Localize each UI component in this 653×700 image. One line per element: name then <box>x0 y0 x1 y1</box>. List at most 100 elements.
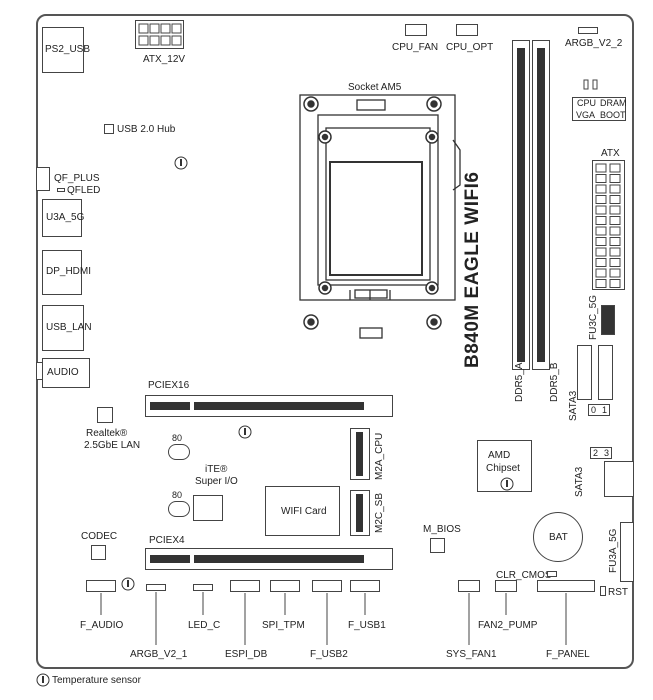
m2a-cpu-contacts <box>356 432 363 476</box>
argb-v2-1-header <box>146 584 166 591</box>
atx-pin <box>609 268 621 278</box>
atx-pin <box>609 205 621 215</box>
ite-chip-lower <box>168 501 190 517</box>
dp-hdmi-label: DP_HDMI <box>46 266 92 277</box>
audio-label: AUDIO <box>47 367 79 378</box>
clr-cmos-jumper <box>547 571 557 577</box>
sata-bot-3: 3 <box>604 448 610 458</box>
m-bios-label: M_BIOS <box>423 524 461 535</box>
pciex4-contacts-a <box>150 555 190 563</box>
sata-bot-2: 2 <box>593 448 599 458</box>
battery <box>533 512 583 562</box>
argb-v2-2-header <box>578 27 598 34</box>
espi-db-label: ESPI_DB <box>225 649 268 660</box>
f-usb1-label: F_USB1 <box>348 620 386 631</box>
atx-pin <box>595 184 607 194</box>
wifi-card-slot <box>265 486 340 536</box>
sys-fan1-header <box>458 580 480 592</box>
espi-db-header <box>230 580 260 592</box>
atx-pin <box>609 184 621 194</box>
atx-pin <box>595 195 607 204</box>
f-audio-header <box>86 580 116 592</box>
fan2-pump-header <box>495 580 517 592</box>
sata-top-0: 0 <box>591 405 597 415</box>
u3a-5g-label: U3A_5G <box>46 212 85 223</box>
atx-pin <box>609 216 621 225</box>
amd-chipset-line1: AMD <box>488 450 511 461</box>
atx-pin <box>595 268 607 278</box>
atx-pin <box>595 205 607 215</box>
dp-hdmi-port <box>42 250 82 295</box>
pciex16-label: PCIEX16 <box>148 380 190 391</box>
sata3-0-port <box>577 345 592 400</box>
atx-label: ATX <box>601 148 620 159</box>
atx-pin <box>609 163 621 173</box>
sys-fan1-label: SYS_FAN1 <box>446 649 497 660</box>
atx-pin <box>595 216 607 225</box>
usb20-hub-chip <box>104 124 114 134</box>
qf-plus-button <box>36 167 50 191</box>
super-io-chip <box>193 495 223 521</box>
atx-pin <box>595 258 607 267</box>
qf-plus-label: QF_PLUS <box>54 173 100 184</box>
m-bios-chip <box>430 538 445 553</box>
led-c-label: LED_C <box>188 620 221 631</box>
f-panel-header <box>537 580 595 592</box>
cpu-opt-label: CPU_OPT <box>446 42 494 53</box>
usb20-hub-label: USB 2.0 Hub <box>117 124 176 135</box>
cpu-led-label: CPU <box>577 98 597 108</box>
atx-pin <box>609 237 621 246</box>
usb-lan-label: USB_LAN <box>46 322 92 333</box>
codec-chip <box>91 545 106 560</box>
usb-lan-port <box>42 305 84 351</box>
atx-pin <box>595 174 607 183</box>
ps2-usb-label: PS2_USB <box>45 44 91 55</box>
ddr5-a-contacts <box>517 48 525 362</box>
argb-v2-1-label: ARGB_V2_1 <box>130 649 188 660</box>
atx-pin <box>609 226 621 236</box>
wifi-card-label: WIFI Card <box>281 506 327 517</box>
rst-jumper <box>600 586 606 596</box>
cpu-opt-header <box>456 24 478 36</box>
ite-count-label-2: 80 <box>172 490 183 500</box>
u3a-5g-port <box>42 199 82 237</box>
pciex4-label: PCIEX4 <box>149 535 185 546</box>
debug-led-panel <box>572 97 626 121</box>
f-usb1-header <box>350 580 380 592</box>
vga-led-label: VGA <box>576 110 596 120</box>
f-usb2-label: F_USB2 <box>310 649 348 660</box>
sata3-2-3-port <box>604 461 634 497</box>
atx-12v-label: ATX_12V <box>143 54 186 65</box>
f-panel-label: F_PANEL <box>546 649 590 660</box>
super-io-label: Super I/O <box>195 476 238 487</box>
audio-jack <box>42 358 90 388</box>
atx-pin <box>595 247 607 257</box>
realtek-lan-chip <box>97 407 113 423</box>
m2c-sb-contacts <box>356 494 363 532</box>
sata3-1-port <box>598 345 613 400</box>
qfled-led <box>57 188 65 192</box>
spi-tpm-label: SPI_TPM <box>262 620 305 631</box>
cpu-fan-label: CPU_FAN <box>392 42 439 53</box>
pciex16-contacts-a <box>150 402 190 410</box>
fu3a-5g-connector <box>620 522 634 582</box>
dram-led-label: DRAM <box>600 98 627 108</box>
atx-pin <box>595 163 607 173</box>
atx-pin <box>609 195 621 204</box>
pciex16-contacts-b <box>194 402 364 410</box>
atx-pin <box>595 226 607 236</box>
temperature-sensor-legend: Temperature sensor <box>52 675 141 686</box>
realtek-lan-label: 2.5GbE LAN <box>84 440 141 451</box>
f-audio-label: F_AUDIO <box>80 620 124 631</box>
boot-led-label: BOOT <box>600 110 626 120</box>
atx-pin <box>595 279 607 288</box>
atx-pin <box>609 279 621 288</box>
socket-label: Socket AM5 <box>348 82 402 93</box>
f-usb2-header <box>312 580 342 592</box>
ps2-usb-port <box>42 27 84 73</box>
codec-label: CODEC <box>81 531 118 542</box>
